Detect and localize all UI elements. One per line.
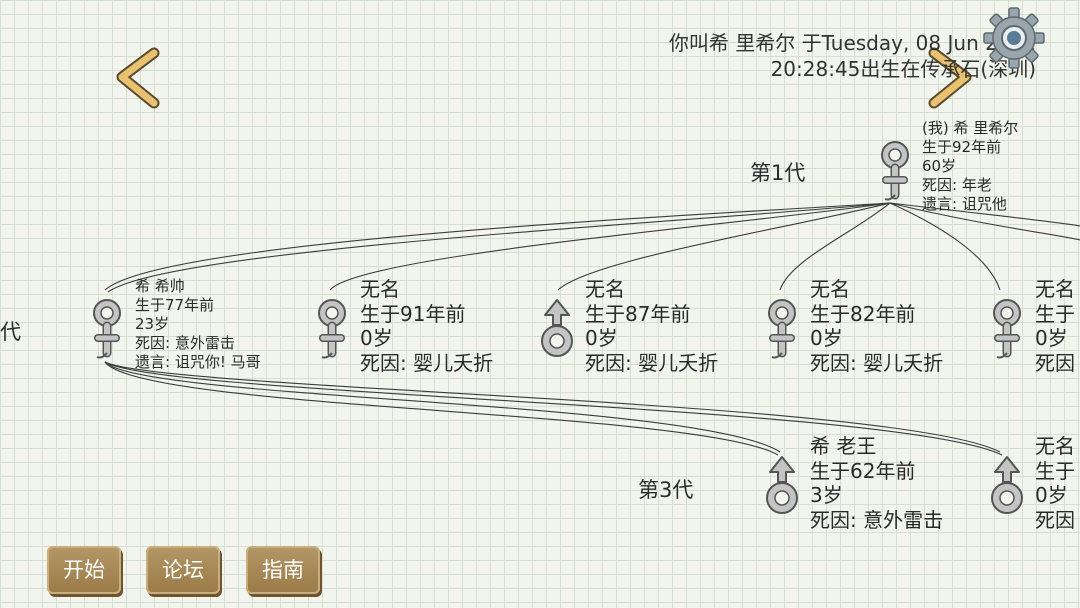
generation-2-label: 代: [0, 320, 21, 344]
next-arrow-button[interactable]: [920, 45, 980, 115]
person-age: 0岁: [810, 326, 843, 350]
person-death: 死因: 意外雷击: [810, 507, 944, 532]
person-info: 无名 生于91年前 0岁 死因: 婴儿夭折: [360, 277, 493, 375]
generation-1-label: 第1代: [750, 161, 806, 185]
male-symbol-icon: [766, 456, 798, 514]
person-death: 死因: 意外雷击: [135, 334, 235, 352]
person-born: 生于: [1035, 301, 1075, 326]
previous-arrow-button[interactable]: [110, 45, 170, 115]
start-button[interactable]: 开始: [47, 546, 121, 594]
person-name: 无名: [810, 277, 850, 301]
person-death: 死因: 婴儿夭折: [360, 350, 494, 375]
person-info: (我) 希 里希尔 生于92年前 60岁 死因: 年老 遗言: 诅咒他: [922, 119, 1018, 214]
person-death: 死因: [1035, 350, 1075, 375]
person-born: 生于82年前: [810, 301, 916, 326]
person-age: 60岁: [922, 157, 957, 175]
person-info: 无名 生于 0岁 死因: [1035, 434, 1075, 532]
person-info: 无名 生于 0岁 死因: [1035, 277, 1075, 375]
female-symbol-icon: [312, 295, 352, 361]
person-name: 无名: [585, 277, 625, 301]
person-will: 遗言: 诅咒你! 马哥: [135, 353, 261, 371]
person-name: 希 老王: [810, 434, 877, 458]
person-death: 死因: 婴儿夭折: [810, 350, 944, 375]
settings-button[interactable]: [983, 4, 1045, 72]
person-born: 生于91年前: [360, 301, 466, 326]
person-born: 生于92年前: [922, 138, 1002, 156]
male-symbol-icon: [541, 299, 573, 357]
guide-button[interactable]: 指南: [246, 546, 320, 594]
person-age: 0岁: [585, 326, 618, 350]
person-age: 0岁: [360, 326, 393, 350]
female-symbol-icon: [987, 295, 1027, 361]
person-info: 无名 生于87年前 0岁 死因: 婴儿夭折: [585, 277, 718, 375]
person-age: 0岁: [1035, 483, 1068, 507]
generation-3-label: 第3代: [638, 478, 694, 502]
person-name: (我) 希 里希尔: [922, 119, 1019, 137]
person-age: 3岁: [810, 483, 843, 507]
person-born: 生于87年前: [585, 301, 691, 326]
forum-button[interactable]: 论坛: [146, 546, 220, 594]
person-name: 无名: [1035, 277, 1075, 301]
chevron-left-icon: [116, 47, 160, 109]
female-symbol-icon: [762, 295, 802, 361]
person-death: 死因: 婴儿夭折: [585, 350, 719, 375]
person-death: 死因: 年老: [922, 176, 992, 194]
chevron-right-icon: [928, 47, 972, 109]
person-info: 希 老王 生于62年前 3岁 死因: 意外雷击: [810, 434, 943, 532]
person-name: 无名: [1035, 434, 1075, 458]
person-born: 生于: [1035, 458, 1075, 483]
person-name: 希 希帅: [135, 277, 185, 295]
birth-line-1: 你叫希 里希尔 于Tuesday, 08 Jun 2021: [668, 31, 1036, 55]
female-symbol-icon: [87, 295, 127, 361]
person-born: 生于62年前: [810, 458, 916, 483]
person-name: 无名: [360, 277, 400, 301]
female-symbol-icon: [875, 137, 915, 203]
person-will: 遗言: 诅咒他: [922, 195, 1007, 213]
male-symbol-icon: [991, 456, 1023, 514]
person-born: 生于77年前: [135, 296, 215, 314]
birth-info: 你叫希 里希尔 于Tuesday, 08 Jun 2021 20:28:45出生…: [616, 30, 1036, 82]
gear-icon: [983, 7, 1045, 69]
person-info: 希 希帅 生于77年前 23岁 死因: 意外雷击 遗言: 诅咒你! 马哥: [135, 277, 261, 372]
person-age: 23岁: [135, 315, 170, 333]
birth-line-2: 20:28:45出生在传承石(深圳): [770, 57, 1036, 81]
person-age: 0岁: [1035, 326, 1068, 350]
person-info: 无名 生于82年前 0岁 死因: 婴儿夭折: [810, 277, 943, 375]
person-death: 死因: [1035, 507, 1075, 532]
